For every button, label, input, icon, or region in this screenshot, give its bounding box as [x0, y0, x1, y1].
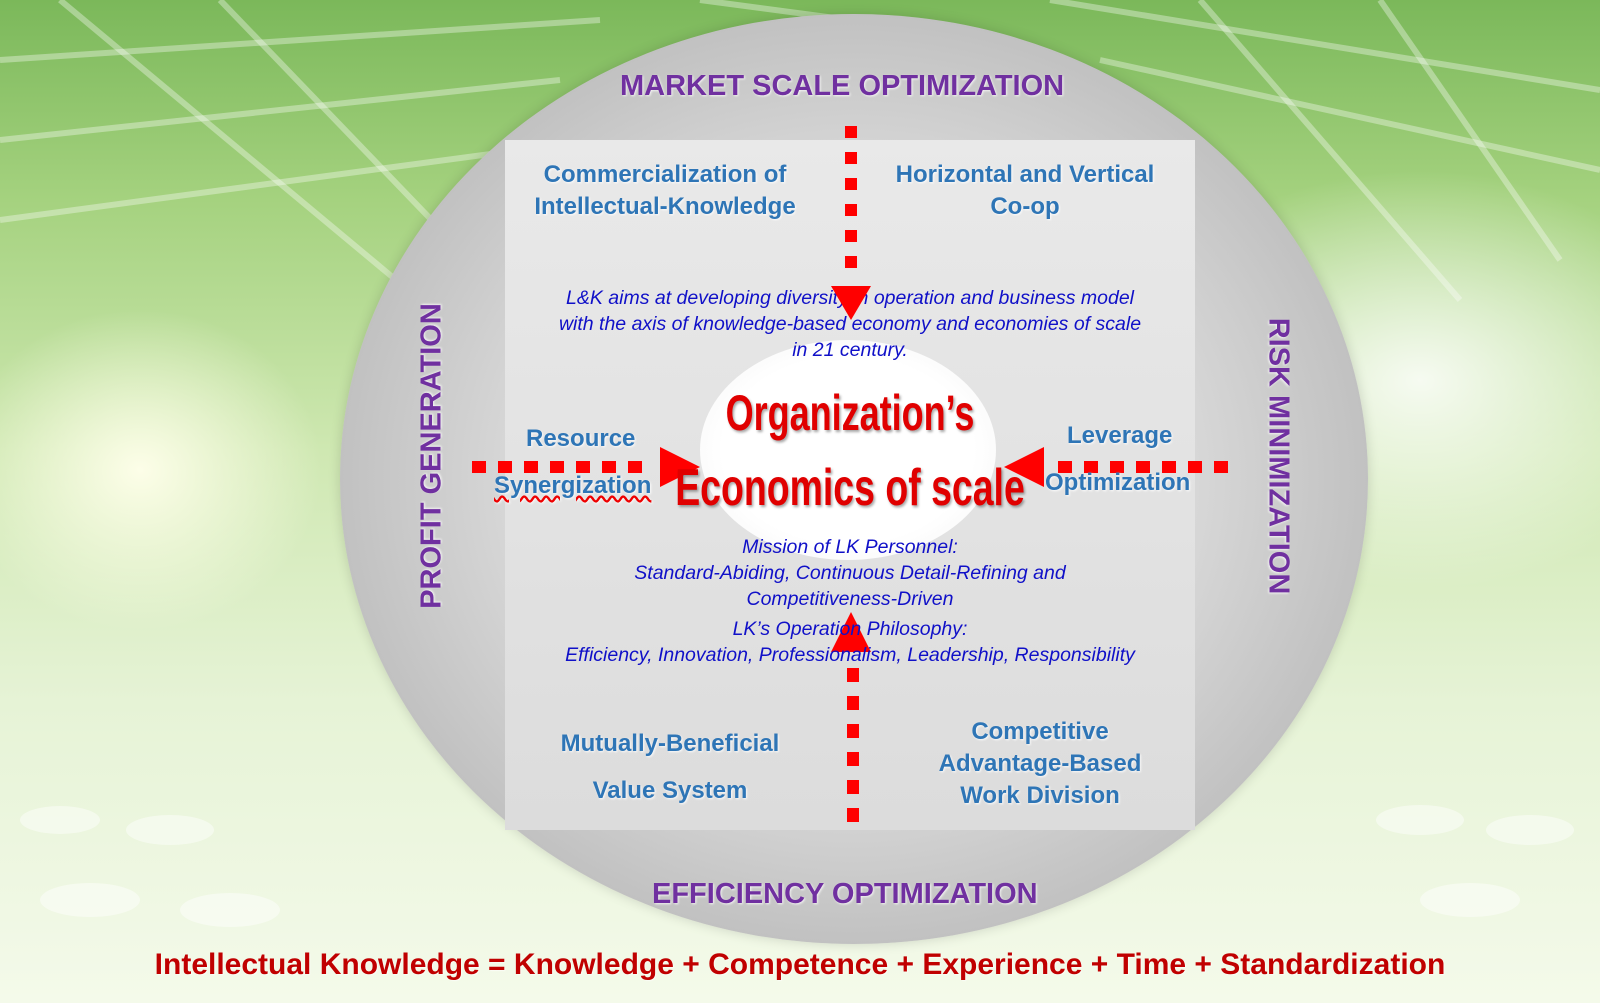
quadrant-top-left: Commercialization of Intellectual-Knowle…	[510, 159, 820, 223]
personnel-title: Mission of LK Personnel:	[742, 536, 958, 558]
side-label-synergization: Synergization	[494, 472, 652, 499]
philosophy-text: Efficiency, Innovation, Professionalism,…	[565, 644, 1135, 666]
arrow-top	[831, 126, 871, 320]
quadrant-text: Mutually-Beneficial	[560, 730, 780, 757]
center-title-line-2: Economics of scale	[675, 459, 1025, 517]
personnel-line: Competitiveness-Driven	[746, 588, 954, 610]
side-label-leverage: Leverage	[1067, 422, 1173, 449]
center-disc	[700, 340, 996, 560]
mission-line: in 21 century.	[792, 339, 908, 361]
philosophy-title: LK’s Operation Philosophy:	[732, 618, 968, 640]
formula-footer: Intellectual Knowledge = Knowledge + Com…	[154, 948, 1446, 981]
quadrant-text: Co-op	[990, 193, 1060, 220]
personnel-mission: Mission of LK Personnel: Standard-Abidin…	[520, 534, 1180, 612]
personnel-line: Standard-Abiding, Continuous Detail-Refi…	[634, 562, 1066, 584]
center-title-line-1: Organization’s	[725, 385, 975, 441]
side-label-optimization: Optimization	[1045, 469, 1191, 496]
axis-label-top: MARKET SCALE OPTIMIZATION	[620, 70, 1065, 102]
arrow-right	[1004, 447, 1228, 487]
arrow-left	[472, 447, 700, 487]
quadrant-text: Horizontal and Vertical	[895, 161, 1155, 188]
operation-philosophy: LK’s Operation Philosophy: Efficiency, I…	[500, 616, 1200, 668]
quadrant-bottom-left: Mutually-Beneficial Value System	[530, 720, 810, 814]
quadrant-text: Competitive	[971, 718, 1109, 745]
axis-label-bottom: EFFICIENCY OPTIMIZATION	[652, 878, 1038, 910]
arrow-bottom	[831, 612, 871, 822]
mission-line: with the axis of knowledge-based economy…	[558, 313, 1142, 335]
quadrant-text: Intellectual-Knowledge	[534, 193, 796, 220]
quadrant-text: Value System	[592, 777, 748, 804]
side-label-resource: Resource	[526, 425, 636, 452]
quadrant-text: Work Division	[960, 782, 1120, 809]
quadrant-text: Commercialization of	[543, 161, 787, 188]
quadrant-top-right: Horizontal and Vertical Co-op	[870, 159, 1180, 223]
quadrant-text: Advantage-Based	[938, 750, 1142, 777]
quadrant-bottom-right: Competitive Advantage-Based Work Divisio…	[900, 716, 1180, 812]
